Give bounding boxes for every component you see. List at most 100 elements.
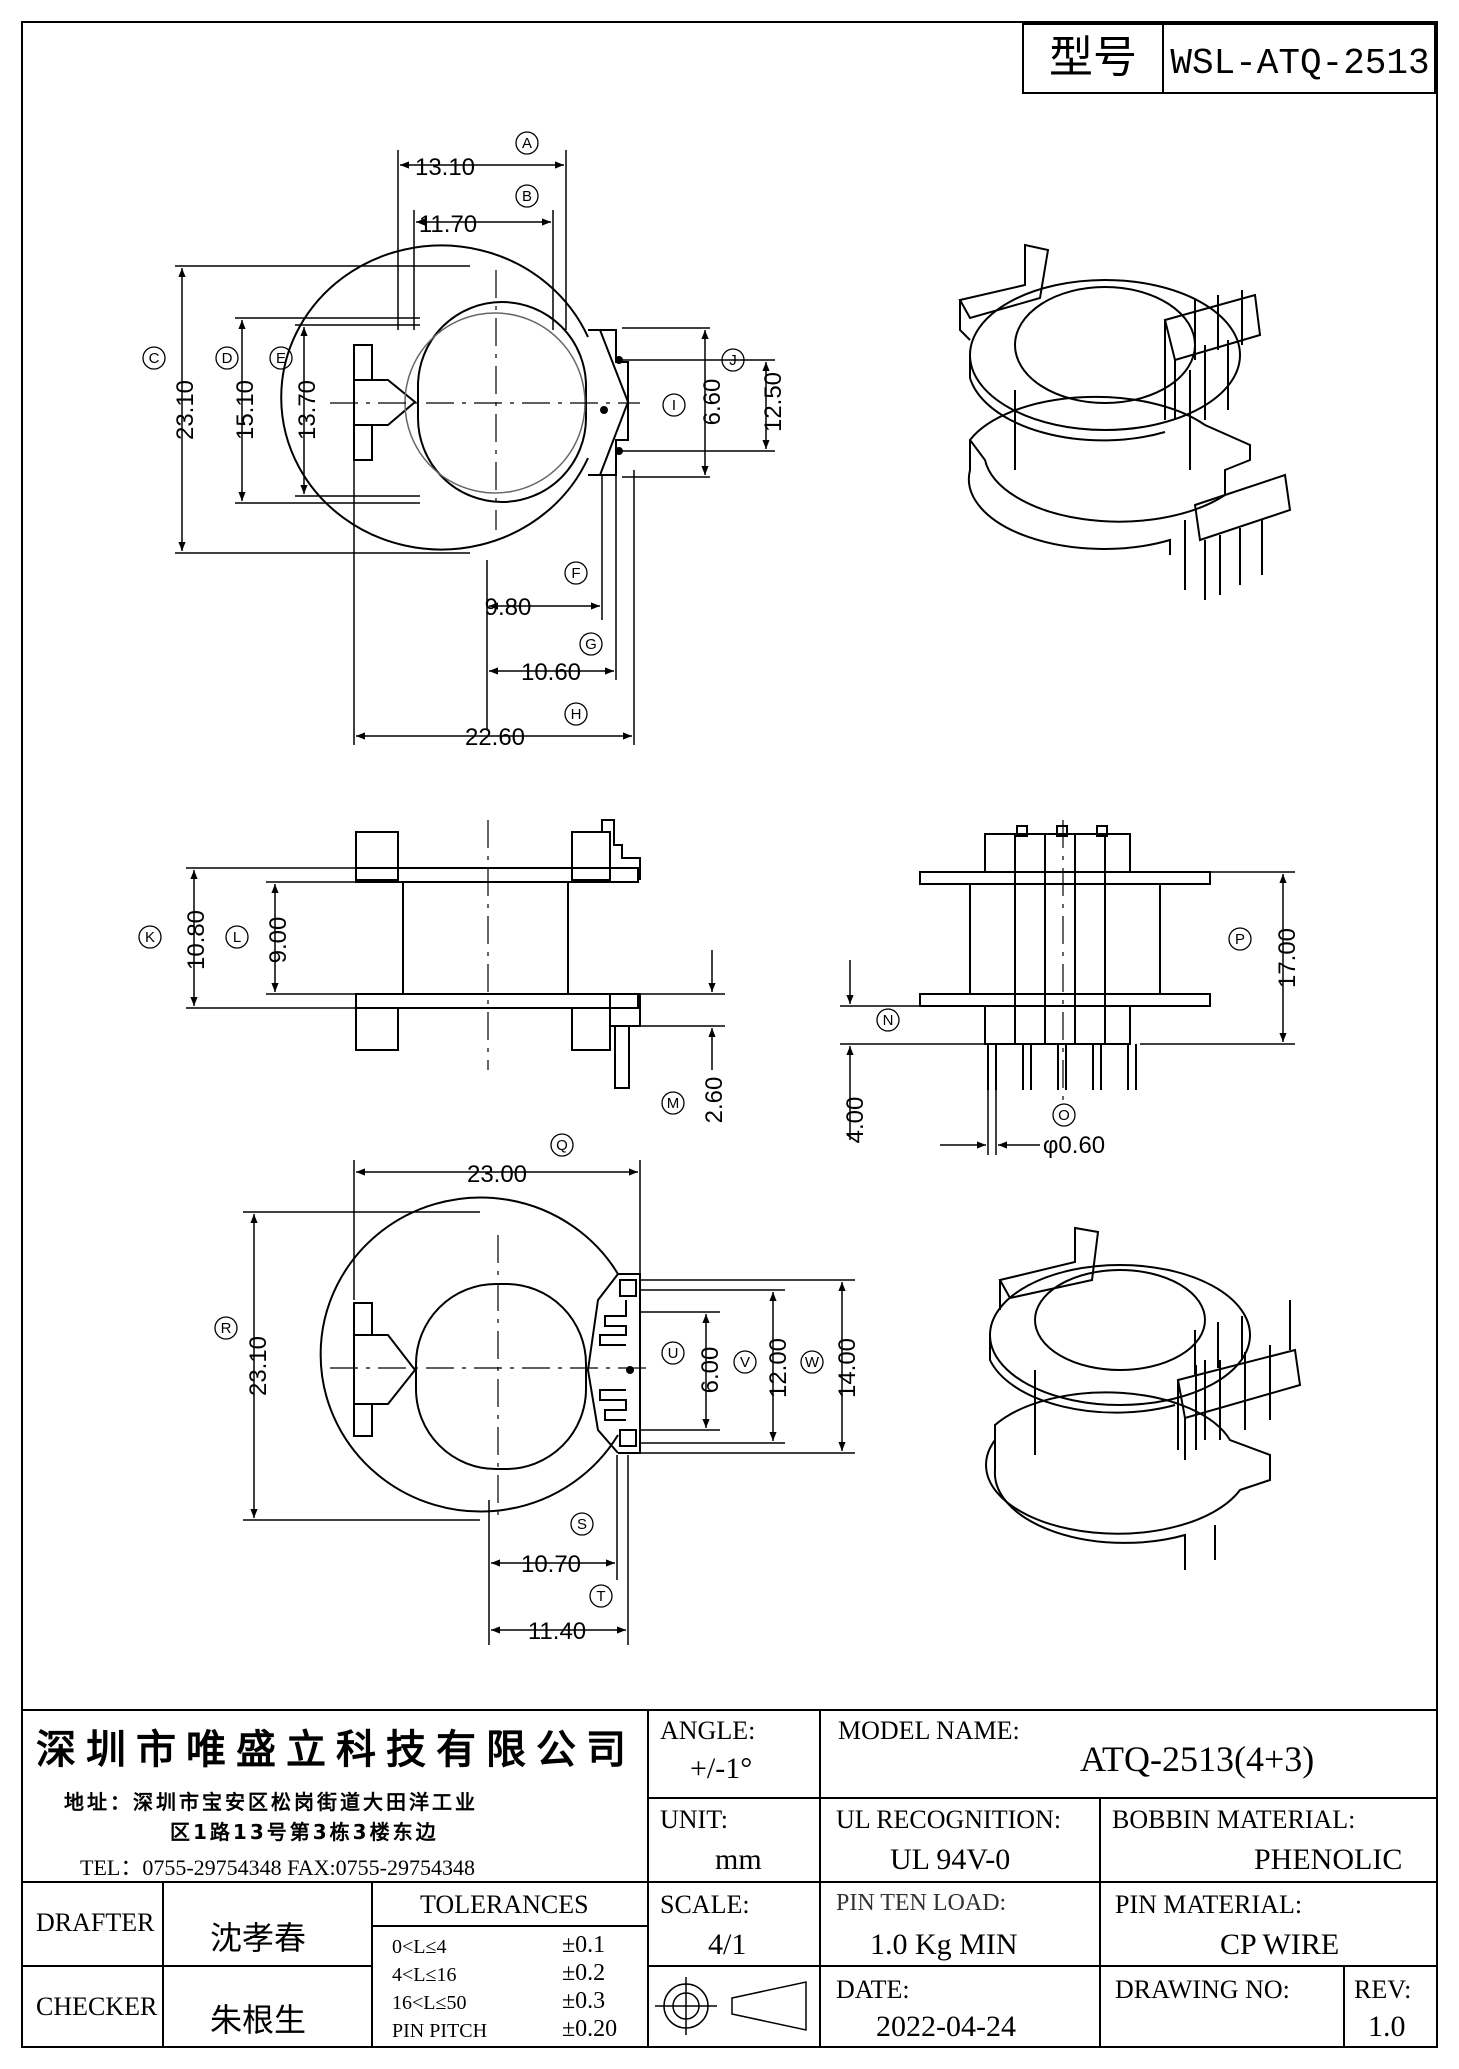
bobbin-material-label: BOBBIN MATERIAL: [1112,1805,1356,1834]
pin-ten-load-label: PIN TEN LOAD: [836,1890,1007,1916]
dim-C-value: 23.10 [172,380,199,440]
tag-W: W [800,1350,824,1374]
svg-text:H: H [571,706,582,723]
angle-value: +/-1° [690,1752,753,1785]
tag-O: O [1052,1103,1076,1127]
tag-K: K [138,925,162,949]
dim-A-value: 13.10 [415,154,475,181]
tag-V: V [733,1350,757,1374]
bottom-view-dim-labels: 23.00 23.10 6.00 12.00 14.00 10.70 11.40 [245,1161,861,1645]
svg-text:L: L [233,929,241,946]
svg-text:J: J [729,352,737,369]
bottom-view-dimensions [243,1160,855,1645]
unit-label: UNIT: [660,1805,729,1834]
company-address-line1: 地址：深圳市宝安区松岗街道大田洋工业 [64,1790,478,1814]
pin-material-label: PIN MATERIAL: [1115,1890,1303,1919]
front-view-dim-labels: 10.80 9.00 2.60 [183,910,728,1123]
model-name-label: MODEL NAME: [838,1716,1020,1745]
svg-text:K: K [145,929,155,946]
dim-L-value: 9.00 [265,917,292,964]
dim-N-value: 4.00 [842,1097,869,1144]
model-box: 型号 WSL-ATQ-2513 [1022,23,1436,94]
svg-text:U: U [668,1345,679,1362]
tag-A: A [515,131,539,155]
dim-P-value: 17.00 [1274,928,1301,988]
unit-value: mm [715,1843,762,1876]
side-view-dimensions [840,871,1295,1155]
tag-I: I [662,393,686,417]
top-view-dim-labels: 13.10 11.70 23.10 15.10 13.70 6.60 12.50… [172,154,787,751]
ul-recognition-label: UL RECOGNITION: [836,1805,1062,1834]
tag-E: E [269,346,293,370]
front-view [355,819,641,1089]
dim-I-value: 6.60 [699,379,726,426]
tolerance-range: 0<L≤4 [392,1936,447,1958]
side-view [919,820,1211,1100]
iso-view-lower [985,1226,1302,1570]
dim-K-value: 10.80 [183,910,210,970]
ul-recognition-value: UL 94V-0 [890,1843,1011,1876]
tolerance-range: 16<L≤50 [392,1992,467,2014]
svg-text:W: W [805,1354,820,1371]
scale-label: SCALE: [660,1890,750,1919]
title-block-grid [22,1709,1437,2047]
checker-label: CHECKER [36,1992,158,2021]
tag-Q: Q [550,1133,574,1157]
tag-S: S [570,1512,594,1536]
dim-W-value: 14.00 [834,1338,861,1398]
drawing-border [21,21,1438,2048]
svg-text:R: R [221,1320,232,1337]
tolerances-label: TOLERANCES [420,1890,589,1919]
model-box-label: 型号 [1049,32,1137,83]
svg-text:P: P [1235,931,1245,948]
svg-text:N: N [883,1012,894,1029]
tag-M: M [661,1091,685,1115]
top-view [280,244,640,551]
pin-material-value: CP WIRE [1220,1928,1340,1961]
model-box-value: WSL-ATQ-2513 [1170,43,1429,84]
company-tel-fax: TEL：0755-29754348 FAX:0755-29754348 [80,1855,475,1880]
projection-symbol [655,1977,807,2035]
dim-D-value: 15.10 [232,380,259,440]
svg-text:D: D [222,350,233,367]
svg-text:V: V [740,1354,750,1371]
checker-name: 朱根生 [210,2001,307,2039]
svg-text:T: T [596,1588,605,1605]
svg-text:A: A [522,135,532,152]
dim-Q-value: 23.00 [467,1161,527,1188]
tag-J: J [721,348,745,372]
dim-M-value: 2.60 [701,1077,728,1124]
company-name: 深圳市唯盛立科技有限公司 [36,1727,636,1773]
tolerance-value: ±0.20 [562,2016,618,2042]
tag-L: L [225,925,249,949]
tag-H: H [564,702,588,726]
rev-value: 1.0 [1368,2010,1406,2043]
tolerance-value: ±0.2 [562,1960,606,1986]
dim-O-value: φ0.60 [1043,1132,1105,1159]
svg-text:O: O [1058,1107,1070,1124]
tag-R: R [214,1316,238,1340]
svg-text:Q: Q [556,1137,568,1154]
dim-B-value: 11.70 [419,211,477,238]
tag-G: G [579,632,603,656]
svg-text:E: E [276,350,286,367]
drafter-label: DRAFTER [36,1908,155,1937]
top-view-dimensions [175,150,775,745]
dim-E-value: 13.70 [294,380,321,440]
angle-label: ANGLE: [660,1716,756,1745]
dim-S-value: 10.70 [521,1551,581,1578]
tag-N: N [876,1008,900,1032]
tag-F: F [564,561,588,585]
tolerance-value: ±0.3 [562,1988,606,2014]
dim-H-value: 22.60 [465,724,525,751]
pin-ten-load-value: 1.0 Kg MIN [870,1928,1018,1961]
model-name-value: ATQ-2513(4+3) [1080,1739,1315,1779]
company-address-line2: 区1路13号第3栋3楼东边 [170,1820,439,1844]
rev-label: REV: [1354,1975,1412,2004]
dim-J-value: 12.50 [760,372,787,432]
dim-T-value: 11.40 [528,1618,586,1645]
dim-R-value: 23.10 [245,1336,272,1396]
side-view-dim-labels: 17.00 4.00 φ0.60 [842,928,1301,1159]
iso-view-upper [958,243,1292,600]
